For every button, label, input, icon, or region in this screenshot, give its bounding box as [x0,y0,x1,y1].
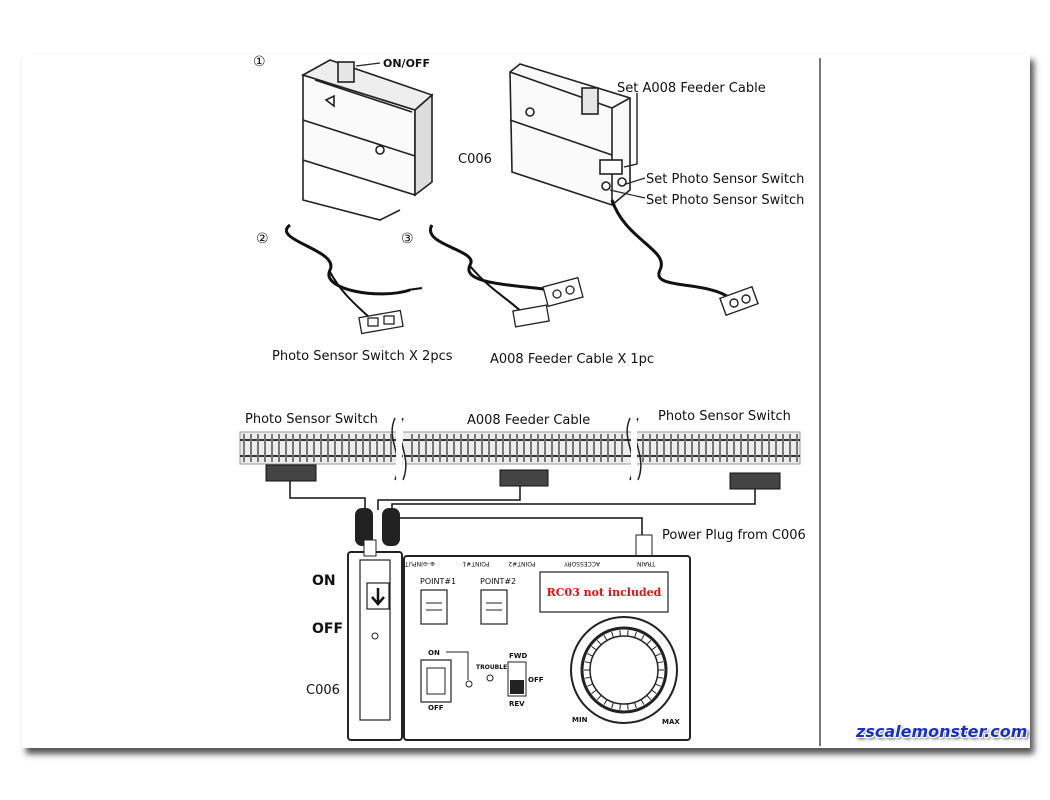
c006-unit-wired [347,539,403,741]
rear-slide-icon [581,87,599,115]
notice-box [539,571,669,613]
power-off-label: OFF [428,704,444,712]
wiring-sensor-right-label: Photo Sensor Switch [658,409,791,424]
c006-model-label: C006 [458,152,492,167]
power-on-label: ON [428,649,440,657]
power-led-icon [465,680,473,688]
c006-on-label: ON [312,573,336,589]
site-watermark: zscalemonster.com [856,722,1028,741]
controller-ports: TRAIN ACCESSORY POINT#2 POINT#1 ⊕-⊖INPUT [405,560,656,567]
direction-off-label: OFF [528,676,544,684]
on-off-label: ON/OFF [383,57,430,70]
port-label: TRAIN [637,560,656,567]
feeder-clip-icon [499,469,549,487]
feeder-qty-label: A008 Feeder Cable X 1pc [490,352,654,367]
port-label: POINT#2 [508,560,535,567]
power-plug-icon [635,534,653,558]
trouble-led-icon [486,674,494,682]
sensor-port-1-icon [601,181,611,191]
step-two-marker: ② [256,231,269,247]
port-label: ⊕-⊖INPUT [405,560,435,567]
feeder-port-icon [599,159,623,175]
rev-label: REV [509,700,525,708]
left-photo-sensor-icon [265,464,317,482]
wiring-feeder-label: A008 Feeder Cable [467,413,590,428]
port-label: POINT#1 [462,560,489,567]
c006-wired-model-label: C006 [306,683,340,698]
set-sensor-label-2: Set Photo Sensor Switch [646,193,804,208]
set-feeder-label: Set A008 Feeder Cable [617,81,766,96]
on-off-slide-icon [337,61,355,83]
photo-sensor-switch-icon [358,309,404,335]
speed-dial-icon [570,616,678,724]
sensor-qty-label: Photo Sensor Switch X 2pcs [272,349,453,364]
rear-feeder-connector-icon [719,285,759,317]
sensor-port-2-icon [617,177,627,187]
feeder-cable-part [428,224,551,292]
power-switch [420,659,452,703]
fwd-label: FWD [509,652,528,660]
dial-min-label: MIN [572,716,588,724]
c006-unit-front [300,59,434,221]
set-sensor-label-1: Set Photo Sensor Switch [646,172,804,187]
feeder-connector-icon [512,276,584,328]
track [239,417,801,481]
port-label: ACCESSORY [564,560,600,567]
down-arrow-icon [371,588,385,606]
step-three-marker: ③ [401,231,414,247]
c006-unit-rear [509,63,631,206]
c006-off-label: OFF [312,621,343,637]
rc03-notice: RC03 not included [547,586,662,599]
right-photo-sensor-icon [729,472,781,490]
wiring-sensor-left-label: Photo Sensor Switch [245,412,378,427]
sensor-plug-2-icon [382,508,400,546]
step-one-marker: ① [253,54,266,70]
rear-feeder-cable [610,199,731,300]
point2-switch [480,589,508,625]
audio-plug-icon [407,287,423,291]
point1-switch [420,589,448,625]
dial-max-label: MAX [662,718,680,726]
trouble-label: TROUBLE [476,664,507,671]
sensor-cable [285,223,411,296]
sensor-plug-1-icon [355,508,373,546]
point2-label: POINT#2 [480,577,516,586]
point1-label: POINT#1 [420,577,456,586]
power-plug-label: Power Plug from C006 [662,528,806,543]
